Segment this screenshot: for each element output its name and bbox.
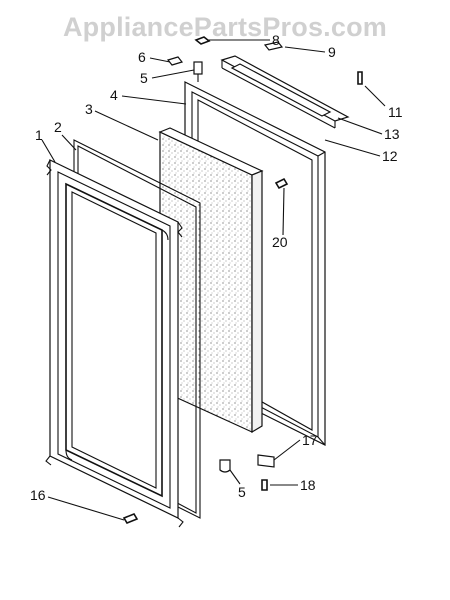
foam-insulation	[158, 127, 264, 434]
callout-11: 11	[388, 104, 403, 120]
callout-2: 2	[54, 119, 62, 135]
callout-20: 20	[272, 234, 288, 250]
outer-door-panel	[45, 159, 184, 528]
hardware-parts	[122, 36, 363, 524]
callout-18: 18	[300, 477, 316, 493]
callout-8: 8	[272, 32, 280, 48]
callout-1: 1	[35, 127, 43, 143]
callout-labels: 1 2 3 4 5 6 8 9 11 13 12 20 16 5 17 18	[30, 32, 403, 503]
callout-5-top: 5	[140, 70, 148, 86]
callout-9: 9	[328, 44, 336, 60]
callout-5-bottom: 5	[238, 484, 246, 500]
callout-16: 16	[30, 487, 46, 503]
leader-lines	[41, 39, 386, 521]
callout-13: 13	[384, 126, 400, 142]
watermark: AppliancePartsPros.com	[62, 12, 387, 42]
callout-6: 6	[138, 49, 146, 65]
callout-3: 3	[85, 101, 93, 117]
liner-clip	[274, 177, 289, 190]
callout-4: 4	[110, 87, 118, 103]
callout-12: 12	[382, 148, 398, 164]
top-cap-strip	[220, 41, 350, 129]
callout-17: 17	[302, 432, 318, 448]
